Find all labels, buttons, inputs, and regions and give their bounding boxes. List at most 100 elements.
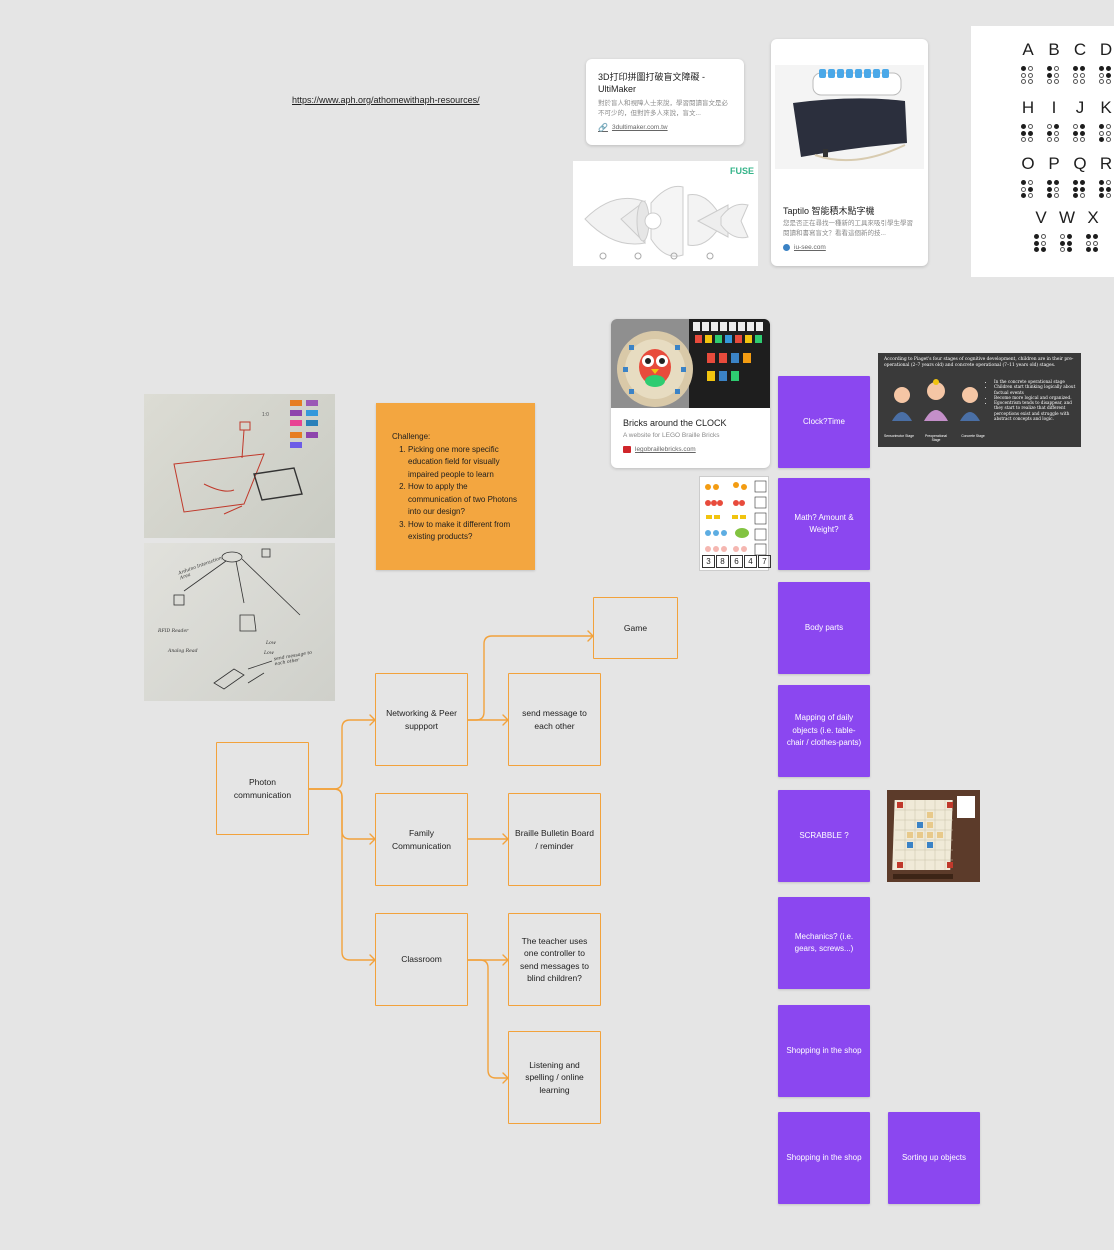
braille-dot — [1040, 247, 1046, 252]
braille-dot — [1099, 72, 1104, 78]
braille-dot — [1092, 240, 1098, 246]
braille-letter: J — [1075, 98, 1085, 117]
braille-dot — [1047, 137, 1052, 142]
braille-cell — [1086, 234, 1098, 252]
braille-cell — [1021, 180, 1033, 198]
braille-letter: O — [1021, 154, 1035, 173]
braille-dot — [1105, 130, 1111, 136]
braille-dot — [1073, 137, 1078, 142]
site-favicon-icon — [623, 446, 631, 453]
braille-dot — [1092, 234, 1098, 239]
braille-dot — [1053, 186, 1059, 192]
braille-dot — [1047, 124, 1052, 129]
braille-bulletin-node[interactable]: Braille Bulletin Board / reminder — [508, 793, 601, 886]
braille-dot — [1073, 193, 1078, 198]
piaget-stage-label: Sensorimotor Stage — [884, 434, 914, 438]
braille-cell — [1034, 234, 1046, 252]
braille-dot — [1047, 66, 1052, 71]
challenge-item: How to make it different from existing p… — [408, 519, 523, 544]
sticky-math-amount-weight[interactable]: Math? Amount & Weight? — [778, 478, 870, 570]
send-message-node[interactable]: send message to each other — [508, 673, 601, 766]
braille-dot — [1079, 193, 1085, 198]
braille-dot — [1047, 130, 1052, 136]
braille-dot — [1027, 137, 1033, 142]
braille-dot — [1079, 180, 1085, 185]
sticky-shopping-1[interactable]: Shopping in the shop — [778, 1005, 870, 1097]
teacher-controller-node[interactable]: The teacher uses one controller to send … — [508, 913, 601, 1006]
fishbone-puzzle-image: FUSE — [573, 161, 758, 266]
bricks-clock-link-card[interactable]: Bricks around the CLOCK A website for LE… — [611, 319, 770, 468]
braille-dot — [1079, 130, 1085, 136]
braille-dot — [1053, 130, 1059, 136]
braille-dot — [1079, 79, 1085, 84]
aph-resources-link[interactable]: https://www.aph.org/athomewithaph-resour… — [292, 95, 480, 105]
challenge-list: Picking one more specific education fiel… — [392, 444, 523, 544]
connector-classroom-listening — [468, 959, 508, 1079]
braille-dot — [1034, 247, 1039, 252]
braille-dot — [1066, 247, 1072, 252]
sticky-body-parts[interactable]: Body parts — [778, 582, 870, 674]
sticky-scrabble[interactable]: SCRABBLE ? — [778, 790, 870, 882]
braille-dot — [1079, 124, 1085, 129]
connector-root-family — [309, 788, 375, 840]
braille-dot — [1021, 130, 1026, 136]
listening-spelling-node[interactable]: Listening and spelling / online learning — [508, 1031, 601, 1124]
braille-dot — [1092, 247, 1098, 252]
piaget-stage-label: Preoperational Stage — [924, 434, 948, 442]
card-domain: 🔗 3dultimaker.com.tw — [598, 123, 668, 132]
braille-dot — [1079, 137, 1085, 142]
sticky-sorting-objects[interactable]: Sorting up objects — [888, 1112, 980, 1204]
sticky-mapping-daily-objects[interactable]: Mapping of daily objects (i.e. table-cha… — [778, 685, 870, 777]
braille-dot — [1027, 66, 1033, 71]
braille-dot — [1086, 234, 1091, 239]
braille-dot — [1027, 186, 1033, 192]
card-title: 3D打印拼圖打破盲文障礙 - UltiMaker — [598, 72, 706, 94]
challenge-sticky[interactable]: Challenge: Picking one more specific edu… — [376, 403, 535, 570]
braille-dot — [1027, 180, 1033, 185]
braille-dot — [1073, 124, 1078, 129]
card-title: Bricks around the CLOCK — [623, 418, 727, 428]
braille-dot — [1047, 79, 1052, 84]
taptilo-link-card[interactable]: Taptilo 智能積木點字機 您是否正在尋找一種新的工具來吸引學生學習閱讀和書… — [771, 39, 928, 266]
sticky-clock-time[interactable]: Clock?Time — [778, 376, 870, 468]
photon-communication-node[interactable]: Photon communication — [216, 742, 309, 835]
braille-dot — [1066, 240, 1072, 246]
braille-cell — [1073, 66, 1085, 84]
classroom-node[interactable]: Classroom — [375, 913, 468, 1006]
braille-dot — [1099, 193, 1104, 198]
piaget-stage-label: Concrete Stage — [961, 434, 985, 438]
sticky-shopping-2[interactable]: Shopping in the shop — [778, 1112, 870, 1204]
braille-dot — [1099, 186, 1104, 192]
challenge-item: How to apply the communication of two Ph… — [408, 481, 523, 519]
braille-dot — [1021, 186, 1026, 192]
braille-dot — [1021, 72, 1026, 78]
family-communication-node[interactable]: Family Communication — [375, 793, 468, 886]
braille-dot — [1079, 66, 1085, 71]
braille-dot — [1105, 72, 1111, 78]
sticky-mechanics[interactable]: Mechanics? (i.e. gears, screws...) — [778, 897, 870, 989]
braille-dot — [1040, 240, 1046, 246]
piaget-bullet: Become more logical and organized. — [994, 395, 1081, 400]
braille-dot — [1027, 124, 1033, 129]
game-node[interactable]: Game — [593, 597, 678, 659]
braille-dot — [1047, 186, 1052, 192]
braille-dot — [1021, 66, 1026, 71]
card-domain: legobraillebricks.com — [623, 446, 696, 453]
card-description: 對於盲人和視障人士來說，學習閱讀盲文是必不可少的，但對許多人來說，盲文... — [598, 100, 728, 117]
card-title: Taptilo 智能積木點字機 — [783, 206, 875, 216]
networking-peer-support-node[interactable]: Networking & Peer suppport — [375, 673, 468, 766]
braille-cell — [1047, 124, 1059, 142]
worksheet-number: 4 — [744, 555, 757, 568]
braille-letter: Q — [1073, 154, 1087, 173]
taptilo-product-image — [775, 65, 924, 169]
worksheet-number: 6 — [730, 555, 743, 568]
braille-dot — [1060, 234, 1065, 239]
ultimaker-link-card[interactable]: 3D打印拼圖打破盲文障礙 - UltiMaker 對於盲人和視障人士來說，學習閱… — [586, 59, 744, 145]
braille-dot — [1099, 66, 1104, 71]
card-domain: iu-see.com — [783, 244, 826, 251]
challenge-item: Picking one more specific education fiel… — [408, 444, 523, 482]
braille-cell — [1073, 124, 1085, 142]
